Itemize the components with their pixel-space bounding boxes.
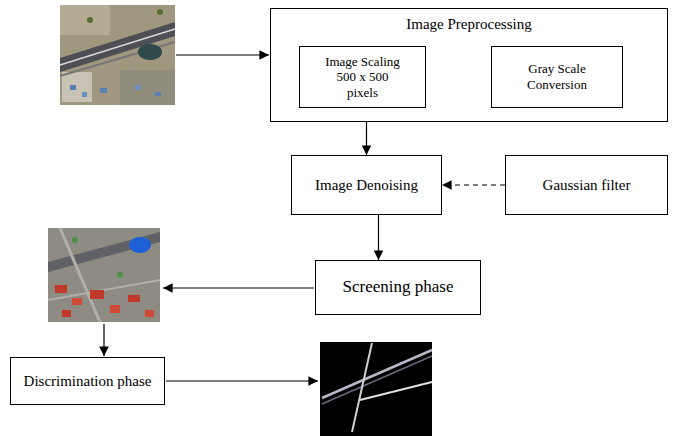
screened-image — [48, 228, 160, 322]
box-label: Discrimination phase — [24, 372, 152, 390]
box-label: Image Scaling 500 x 500 pixels — [320, 54, 405, 101]
flow-arrow — [442, 184, 505, 185]
flow-arrow — [366, 122, 367, 155]
process-box: Discrimination phase — [10, 357, 165, 405]
process-box: Image Scaling 500 x 500 pixels — [299, 46, 426, 108]
flow-arrow — [378, 215, 379, 260]
road-mask-image — [320, 342, 432, 436]
filter-box: Gaussian filter — [505, 155, 668, 215]
box-label: Gaussian filter — [543, 176, 631, 194]
box-label: Gray Scale Conversion — [516, 61, 598, 92]
box-label: Screening phase — [343, 277, 454, 297]
process-box: Image Denoising — [291, 155, 442, 215]
satellite-image — [60, 5, 175, 105]
box-label: Image Preprocessing — [406, 15, 531, 33]
process-box: Screening phase — [315, 260, 481, 315]
group-box: Image PreprocessingImage Scaling 500 x 5… — [270, 8, 668, 122]
box-label: Image Denoising — [315, 176, 418, 194]
process-box: Gray Scale Conversion — [491, 46, 623, 108]
